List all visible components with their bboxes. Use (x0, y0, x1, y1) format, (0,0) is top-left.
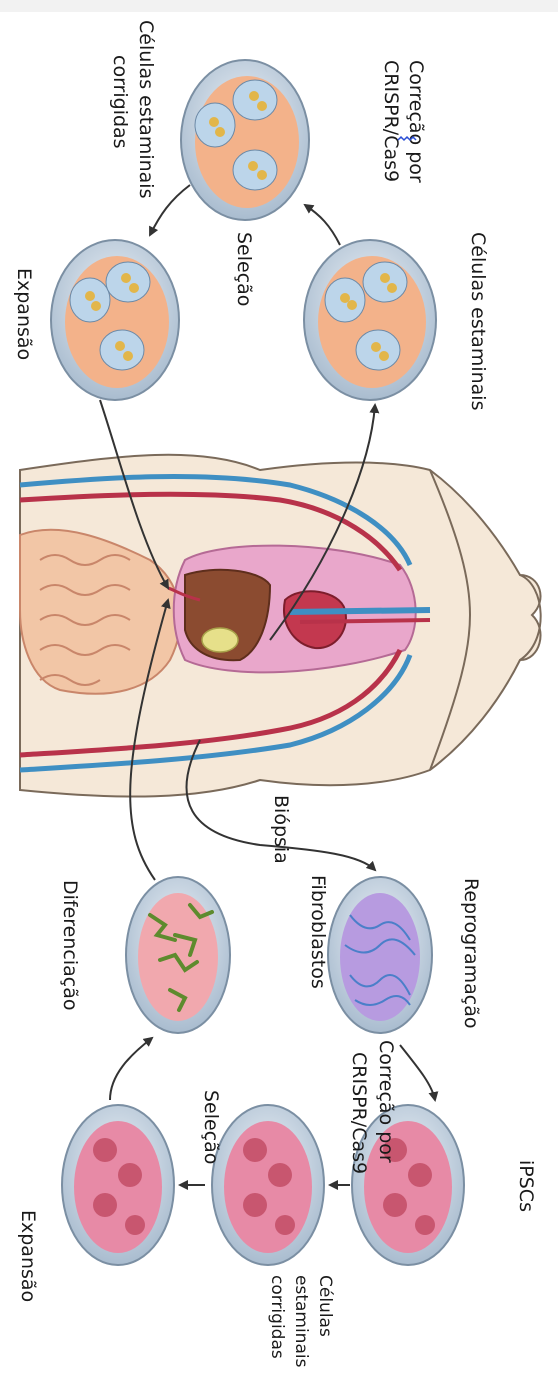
label-bottom-corrected-3: corrigidas (267, 1275, 287, 1359)
label-bottom-selection: Seleção (200, 1090, 222, 1164)
arrow-fibroblasts-to-ipscs (400, 1045, 435, 1100)
dish-expansion-bottom (62, 1105, 174, 1265)
label-bottom-corrected-2: estaminais (291, 1275, 311, 1368)
label-top-corrected-1: Células estaminais (135, 20, 157, 198)
label-biopsy: Biópsia (270, 795, 292, 864)
label-bottom-correction-1: Correção por (375, 1040, 397, 1163)
label-top-expansion: Expansão (13, 268, 35, 360)
label-top-corrected-2: corrigidas (109, 55, 131, 149)
dish-fibroblasts (328, 877, 432, 1033)
dish-stem-cells (304, 240, 436, 400)
label-ipscs: iPSCs (515, 1160, 537, 1212)
label-top-stem-cells: Células estaminais (467, 232, 489, 410)
label-bottom-corrected-1: Células (315, 1275, 335, 1337)
label-top-selection: Seleção (233, 232, 255, 306)
arrow-stem-to-correction (305, 205, 340, 245)
label-bottom-expansion: Expansão (17, 1210, 39, 1302)
dish-differentiation (126, 877, 230, 1033)
label-differentiation: Diferenciação (59, 880, 81, 1011)
label-reprogramming: Reprogramação (460, 878, 482, 1029)
label-top-correction-1: Correção por (405, 60, 427, 183)
dish-expansion-top (51, 240, 179, 400)
gall-bladder (202, 628, 238, 652)
label-fibroblasts: Fibroblastos (307, 875, 329, 989)
label-bottom-correction-2: CRISPR/Cas9 (348, 1052, 370, 1174)
dish-corrected-stem-cells-bottom (212, 1105, 324, 1265)
arrow-expansion-to-differentiation (110, 1038, 152, 1100)
dish-corrected-stem-cells-top (181, 60, 309, 220)
label-top-correction-2: CRISPR/Cas9 (380, 60, 402, 182)
